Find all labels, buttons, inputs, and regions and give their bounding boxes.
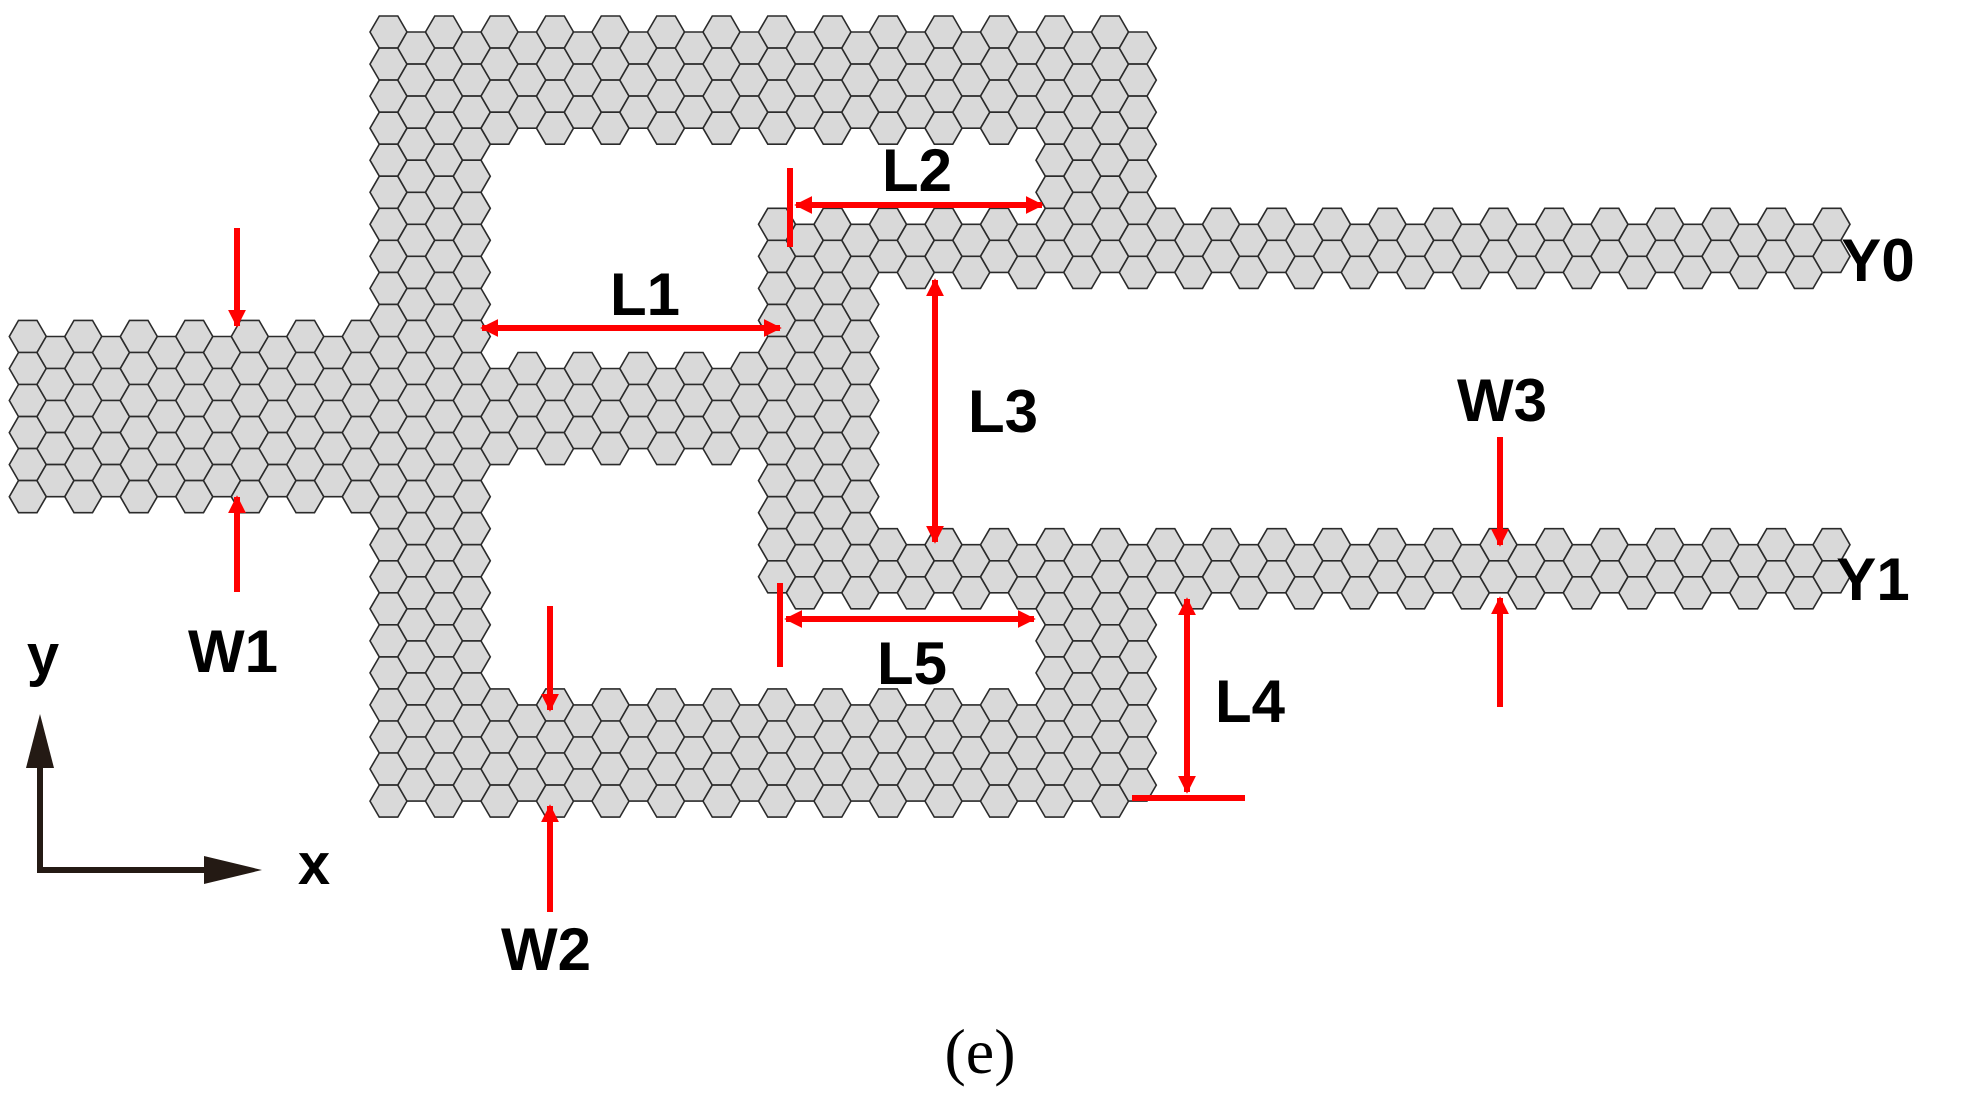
hexagon-cell <box>452 511 492 546</box>
y-axis-arrowhead <box>26 714 54 768</box>
hexagon-cell <box>1812 239 1851 274</box>
y-axis-label: y <box>27 623 59 688</box>
hexagon-cell <box>1007 768 1047 802</box>
figure-caption: (e) <box>944 1016 1015 1087</box>
hexagon-cell <box>1118 672 1158 706</box>
hexagon-cell <box>1118 640 1158 674</box>
hexagon-cell <box>452 159 492 194</box>
label-l2: L2 <box>882 137 952 204</box>
hexagon-cell <box>1118 704 1158 738</box>
hexagon-cell <box>840 415 880 450</box>
hexagon-cell <box>452 191 492 226</box>
hexagon-cell <box>452 287 492 322</box>
hexagon-cell <box>840 447 880 482</box>
hexagon-cell <box>1118 95 1158 129</box>
port-label-y0: Y0 <box>1841 227 1914 294</box>
hexagon-cell <box>452 607 492 642</box>
x-axis-label: x <box>298 832 330 897</box>
graphene-honeycomb-structure <box>8 15 1851 818</box>
label-l5: L5 <box>877 630 947 697</box>
hexagon-cell <box>840 287 880 322</box>
hexagon-cell <box>1118 159 1158 194</box>
hexagon-cell <box>1118 63 1158 97</box>
hexagon-cell <box>1118 31 1158 65</box>
label-l1: L1 <box>610 261 680 328</box>
label-w2: W2 <box>501 916 591 983</box>
hexagon-cell <box>452 543 492 578</box>
hexagon-cell <box>1118 736 1158 770</box>
port-label-y1: Y1 <box>1836 546 1909 613</box>
dimension-annotations <box>228 168 1509 912</box>
hexagon-cell <box>1118 607 1158 642</box>
hexagon-cell <box>1118 768 1158 802</box>
hexagon-cell <box>452 575 492 610</box>
label-l3: L3 <box>968 378 1038 445</box>
hexagon-cell <box>840 383 880 418</box>
dimension-labels: W1 L1 L2 L3 L5 L4 W2 W3 Y0 Y1 <box>188 137 1915 983</box>
hexagon-cell <box>840 351 880 386</box>
hexagon-cell <box>452 640 492 674</box>
x-axis-arrowhead <box>204 856 262 884</box>
hexagon-cell <box>1118 127 1158 161</box>
label-w1: W1 <box>188 618 278 685</box>
label-w3: W3 <box>1457 367 1547 434</box>
coordinate-axes: y x <box>26 623 330 897</box>
hexagon-cell <box>1812 559 1851 594</box>
hexagon-cell <box>840 479 880 514</box>
hexagon-cell <box>452 223 492 258</box>
hexagon-cell <box>840 319 880 354</box>
label-l4: L4 <box>1215 668 1286 735</box>
hexagon-cell <box>452 255 492 290</box>
